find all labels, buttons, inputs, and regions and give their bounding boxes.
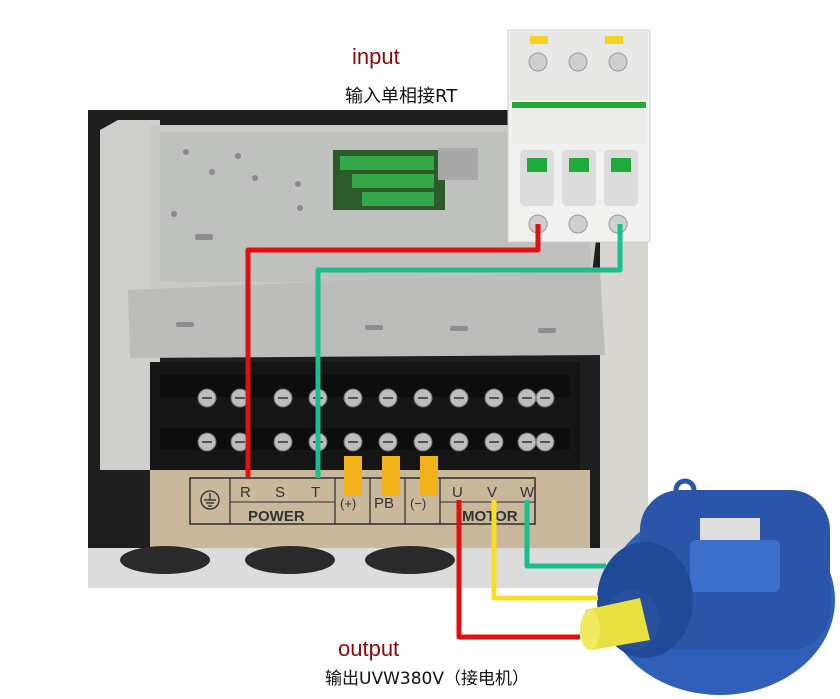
wire-green-output [524, 500, 606, 569]
terminal-s-label: S [275, 484, 285, 501]
terminal-minus-label: (−) [410, 496, 426, 511]
terminal-t-label: T [311, 484, 320, 501]
terminal-screws [197, 388, 555, 452]
input-label: input [352, 44, 400, 69]
terminal-v-label: V [487, 484, 497, 501]
terminal-label-plate: R S T POWER (+) PB (−) U V W MOTOR [150, 470, 590, 548]
control-board [333, 148, 478, 210]
motor-group-label: MOTOR [462, 508, 518, 525]
terminal-w-label: W [520, 484, 535, 501]
bus-jumpers [344, 456, 438, 496]
electric-motor [580, 478, 835, 695]
wire-red-input [245, 224, 541, 478]
circuit-breaker [507, 29, 651, 243]
wire-green-input [315, 224, 623, 478]
wiring [245, 224, 623, 640]
output-description: 输出UVW380V（接电机） [325, 669, 529, 689]
wire-red-output [456, 500, 580, 640]
ground-icon [200, 490, 220, 510]
wire-yellow-output [491, 500, 598, 601]
terminal-u-label: U [452, 484, 463, 501]
input-description: 输入单相接RT [345, 86, 458, 107]
output-label: output [338, 636, 400, 661]
terminal-plus-label: (+) [340, 496, 356, 511]
power-group-label: POWER [248, 508, 305, 525]
terminal-pb-label: PB [374, 495, 394, 512]
terminal-r-label: R [240, 484, 251, 501]
